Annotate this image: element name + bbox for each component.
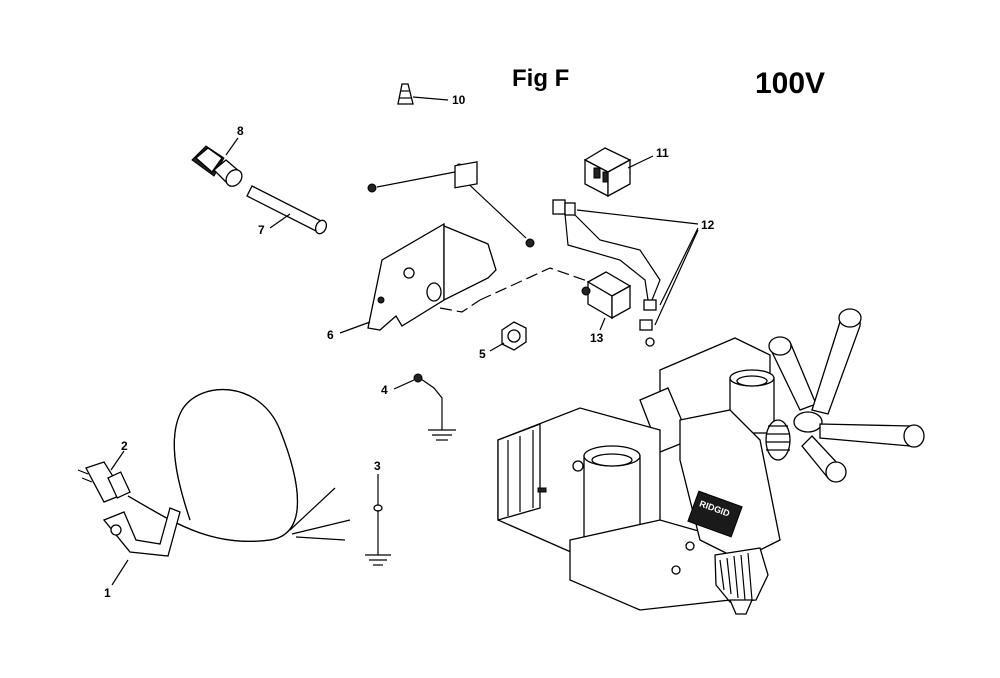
part-1-cord-clamp	[102, 507, 181, 586]
part-9-screws	[367, 171, 535, 248]
callout-2: 2	[121, 439, 128, 453]
callout-1: 1	[104, 586, 111, 600]
callout-5: 5	[479, 347, 486, 361]
part-12-connectors-harness	[552, 199, 699, 347]
part-6-mounting-plate	[339, 161, 591, 334]
callout-7: 7	[258, 223, 265, 237]
part-5-lock-nut	[489, 321, 527, 352]
magnetic-drill-assembly: RIDGID	[497, 308, 925, 615]
part-11-switch	[583, 147, 654, 198]
ridgid-badge: RIDGID	[687, 490, 743, 538]
callout-3: 3	[374, 459, 381, 473]
callout-12: 12	[701, 218, 715, 232]
part-8-strain-relief	[191, 137, 243, 188]
part-10-wire-nut	[397, 83, 449, 105]
callout-11: 11	[656, 146, 669, 160]
callout-13: 13	[590, 331, 604, 345]
callout-8: 8	[237, 124, 244, 138]
part-3-ground-lug	[365, 474, 391, 566]
part-7-sleeve	[246, 185, 328, 235]
figure-title: Fig F	[512, 65, 569, 92]
callout-10: 10	[452, 93, 466, 107]
callout-4: 4	[381, 383, 388, 397]
callout-6: 6	[327, 328, 334, 342]
voltage-label: 100V	[755, 67, 825, 100]
part-13-control-module	[581, 271, 632, 331]
part-4-ground-screw	[393, 373, 456, 441]
part-2-power-cord	[77, 388, 351, 542]
